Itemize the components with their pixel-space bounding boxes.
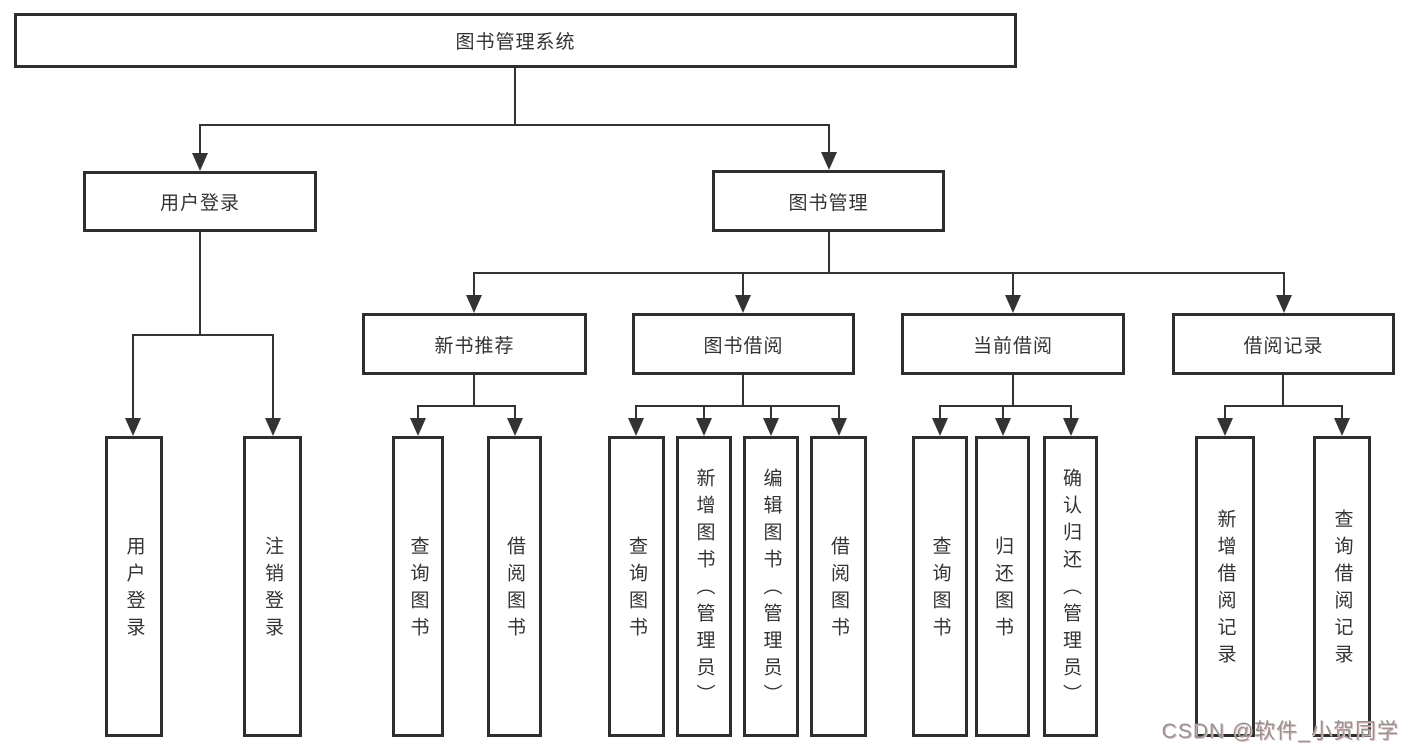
- node-user-login-leaf: 用户登录: [105, 436, 163, 737]
- arrow-head-icon: [125, 418, 141, 436]
- arrow-head-icon: [466, 295, 482, 313]
- connector-stem: [199, 232, 201, 335]
- node-edit-books-admin: 编辑图书（管理员）: [743, 436, 799, 737]
- arrow-stem: [1012, 273, 1014, 295]
- node-current-borrowing: 当前借阅: [901, 313, 1125, 375]
- arrow-stem: [838, 406, 840, 418]
- node-label: 图书管理: [788, 192, 869, 214]
- arrow-stem: [1224, 406, 1226, 418]
- node-label: 用户登录: [123, 535, 145, 644]
- connector-stem: [473, 375, 475, 406]
- connector-bar: [417, 405, 516, 407]
- arrow-stem: [828, 125, 830, 152]
- arrow-head-icon: [1005, 295, 1021, 313]
- arrow-head-icon: [763, 418, 779, 436]
- node-borrow-books-recommend: 借阅图书: [487, 436, 542, 737]
- arrow-stem: [514, 406, 516, 418]
- connector-bar: [939, 405, 1072, 407]
- node-return-books: 归还图书: [975, 436, 1030, 737]
- node-label: 新增借阅记录: [1214, 508, 1236, 671]
- arrow-head-icon: [192, 153, 208, 171]
- arrow-head-icon: [932, 418, 948, 436]
- connector-stem: [514, 68, 516, 125]
- node-label: 新书推荐: [434, 335, 515, 357]
- csdn-watermark: CSDN @软件_小贺同学: [1161, 720, 1399, 743]
- node-label: 查询图书: [407, 535, 429, 644]
- node-label: 当前借阅: [972, 335, 1053, 357]
- node-label: 新增图书（管理员）: [693, 468, 715, 711]
- node-logout-leaf: 注销登录: [243, 436, 302, 737]
- arrow-stem: [1283, 273, 1285, 295]
- node-label: 查询借阅记录: [1331, 508, 1353, 671]
- node-book-management: 图书管理: [712, 170, 945, 232]
- arrow-stem: [1070, 406, 1072, 418]
- arrow-head-icon: [821, 152, 837, 170]
- arrow-head-icon: [1334, 418, 1350, 436]
- node-label: 借阅记录: [1243, 335, 1324, 357]
- node-label: 借阅图书: [504, 535, 525, 644]
- node-label: 查询图书: [929, 535, 951, 644]
- connector-stem: [1282, 375, 1284, 406]
- arrow-stem: [742, 273, 744, 295]
- arrow-head-icon: [628, 418, 644, 436]
- connector-stem: [1012, 375, 1014, 406]
- node-library-management-system: 图书管理系统: [14, 13, 1017, 68]
- connector-bar: [635, 405, 840, 407]
- arrow-head-icon: [1063, 418, 1079, 436]
- node-borrow-records: 借阅记录: [1172, 313, 1395, 375]
- node-book-borrowing: 图书借阅: [632, 313, 855, 375]
- node-query-books-current: 查询图书: [912, 436, 968, 737]
- node-label: 归还图书: [992, 535, 1013, 644]
- node-label: 用户登录: [159, 193, 240, 214]
- node-label: 图书管理系统: [455, 32, 576, 53]
- node-label: 查询图书: [626, 535, 647, 644]
- node-user-login: 用户登录: [83, 171, 317, 232]
- node-label: 确认归还（管理员）: [1060, 468, 1081, 711]
- arrow-head-icon: [995, 418, 1011, 436]
- connector-bar: [199, 124, 830, 126]
- node-query-books-borrowing: 查询图书: [608, 436, 665, 737]
- connector-bar: [473, 272, 1285, 274]
- node-add-books-admin: 新增图书（管理员）: [676, 436, 732, 737]
- arrow-stem: [939, 406, 941, 418]
- arrow-stem: [1002, 406, 1004, 418]
- arrow-head-icon: [735, 295, 751, 313]
- arrow-head-icon: [696, 418, 712, 436]
- node-new-book-recommend: 新书推荐: [362, 313, 587, 375]
- connector-stem: [828, 232, 830, 273]
- arrow-stem: [473, 273, 475, 295]
- node-query-books-recommend: 查询图书: [392, 436, 444, 737]
- arrow-stem: [132, 335, 134, 418]
- arrow-head-icon: [507, 418, 523, 436]
- arrow-stem: [1341, 406, 1343, 418]
- arrow-head-icon: [1276, 295, 1292, 313]
- arrow-head-icon: [265, 418, 281, 436]
- arrow-stem: [199, 125, 201, 153]
- arrow-head-icon: [1217, 418, 1233, 436]
- node-add-borrow-record: 新增借阅记录: [1195, 436, 1255, 737]
- arrow-head-icon: [410, 418, 426, 436]
- node-label: 借阅图书: [828, 535, 849, 644]
- connector-bar: [1224, 405, 1343, 407]
- arrow-stem: [417, 406, 419, 418]
- node-confirm-return-admin: 确认归还（管理员）: [1043, 436, 1098, 737]
- node-label: 编辑图书（管理员）: [760, 468, 782, 711]
- arrow-stem: [635, 406, 637, 418]
- connector-bar: [132, 334, 274, 336]
- arrow-stem: [770, 406, 772, 418]
- node-label: 注销登录: [262, 535, 283, 644]
- node-query-borrow-record: 查询借阅记录: [1313, 436, 1371, 737]
- node-label: 图书借阅: [703, 335, 784, 357]
- connector-stem: [742, 375, 744, 406]
- arrow-head-icon: [831, 418, 847, 436]
- arrow-stem: [703, 406, 705, 418]
- node-borrow-books-borrowing: 借阅图书: [810, 436, 867, 737]
- arrow-stem: [272, 335, 274, 418]
